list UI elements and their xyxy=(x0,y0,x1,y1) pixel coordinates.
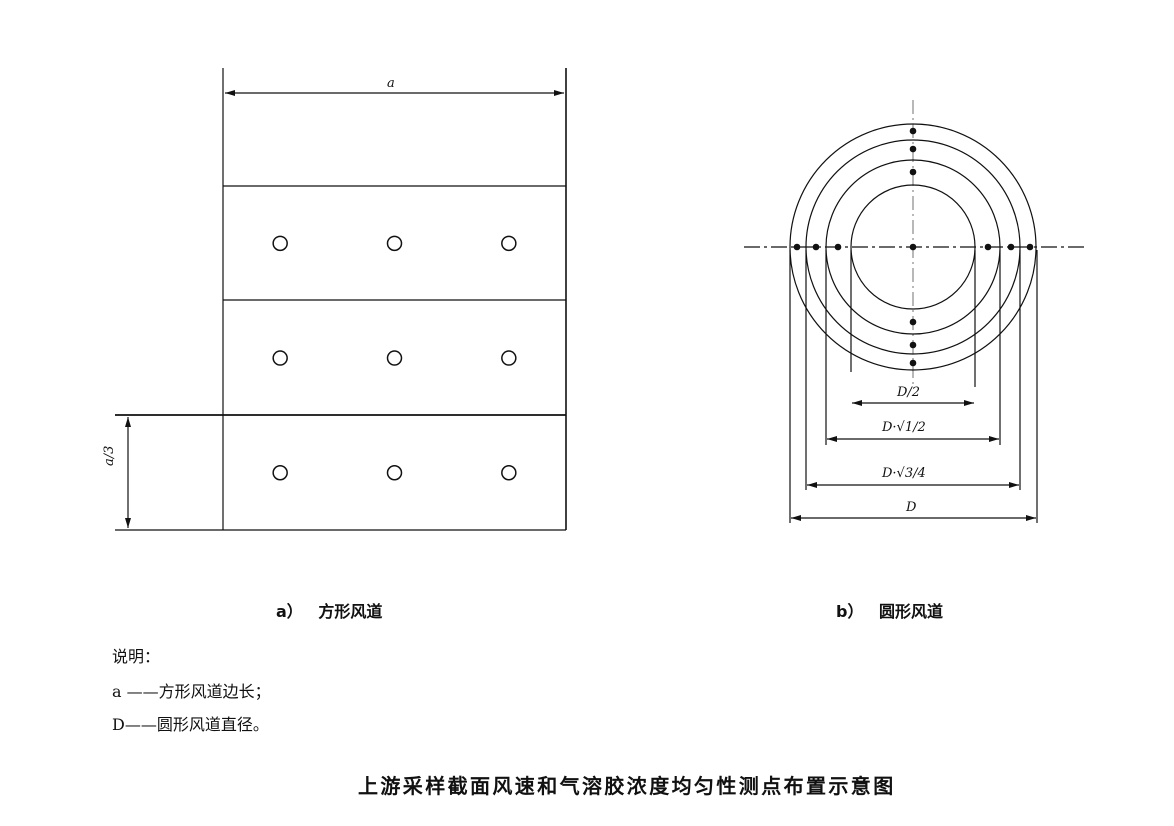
measurement-point xyxy=(272,235,288,252)
measurement-point xyxy=(909,145,917,153)
measurement-point xyxy=(984,243,992,251)
caption-a: a） 方形风道 xyxy=(276,598,382,622)
measurement-point xyxy=(909,341,917,349)
measurement-point xyxy=(272,350,288,366)
dim-label-d-sqrt-half: D·√1/2 xyxy=(882,420,926,435)
measurement-point xyxy=(386,350,403,366)
note-item: a ——方形风道边长； xyxy=(112,682,271,701)
measurement-point xyxy=(272,465,288,481)
measurement-point xyxy=(812,243,820,251)
measurement-point xyxy=(834,243,842,251)
measurement-point xyxy=(501,350,517,366)
caption-a-text: 方形风道 xyxy=(318,602,383,621)
notes-heading: 说明： xyxy=(112,647,161,666)
figure-title: 上游采样截面风速和气溶胶浓度均匀性测点布置示意图 xyxy=(358,774,896,798)
measurement-point xyxy=(501,465,517,481)
measurement-point xyxy=(793,243,801,251)
measurement-point xyxy=(909,168,917,176)
measurement-point xyxy=(909,359,917,367)
measurement-point xyxy=(909,243,917,251)
ring-3 xyxy=(805,139,1021,355)
width-dimension-label: a xyxy=(387,76,395,91)
caption-b-letter: b） xyxy=(836,602,864,621)
measurement-point xyxy=(1026,243,1034,251)
dim-label-d-sqrt-3-4: D·√3/4 xyxy=(882,466,926,481)
row-height-dimension-label: a/3 xyxy=(102,445,117,466)
caption-b-text: 圆形风道 xyxy=(879,602,944,621)
dim-label-d-half: D/2 xyxy=(897,385,921,400)
circular-duct-diagram xyxy=(744,100,1084,523)
ring-2 xyxy=(825,159,1001,335)
dim-label-d: D xyxy=(906,500,917,515)
measurement-point xyxy=(909,127,917,135)
ring-inner xyxy=(850,184,976,310)
caption-a-letter: a） xyxy=(276,602,303,621)
measurement-point xyxy=(909,318,917,326)
square-duct-diagram xyxy=(115,68,567,531)
measurement-point xyxy=(1007,243,1015,251)
ring-outer xyxy=(789,123,1037,371)
measurement-point xyxy=(501,235,517,252)
measurement-point xyxy=(386,465,403,481)
measurement-point xyxy=(386,235,403,252)
caption-b: b） 圆形风道 xyxy=(836,598,943,622)
note-item: D——圆形风道直径。 xyxy=(112,715,269,734)
